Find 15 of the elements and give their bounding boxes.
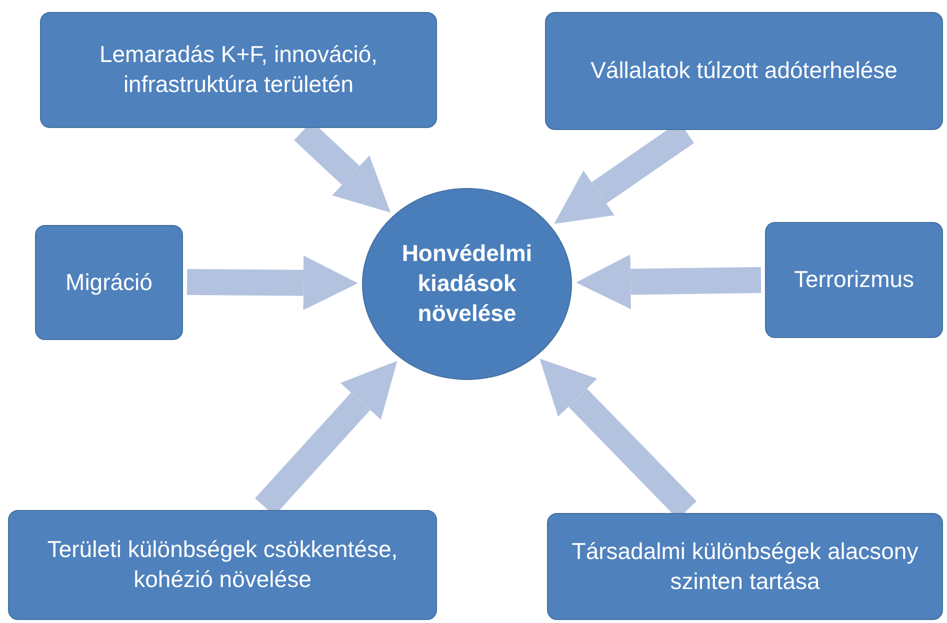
factor-box (545, 12, 943, 130)
factor-box (35, 225, 183, 340)
factor-box (765, 222, 943, 338)
factor-box (40, 12, 437, 128)
factor-label: Lemaradás K+F, innováció, infrastruktúra területén (98, 40, 379, 99)
block-arrow (186, 256, 358, 310)
block-arrow (576, 254, 762, 310)
factor-label: Társadalmi különbségek alacsony szinten tartása (570, 536, 920, 596)
factor-label: Terrorizmus (794, 265, 914, 294)
center-label: Honvédelmi kiadások növelése (400, 239, 534, 328)
factor-label: Területi különbségek csökkentése, kohézió növelése (46, 535, 399, 594)
factor-box (8, 510, 437, 620)
factor-box (547, 513, 943, 620)
factor-label: Vállalatok túlzott adóterhelése (590, 56, 898, 86)
factor-label: Migráció (66, 268, 152, 297)
